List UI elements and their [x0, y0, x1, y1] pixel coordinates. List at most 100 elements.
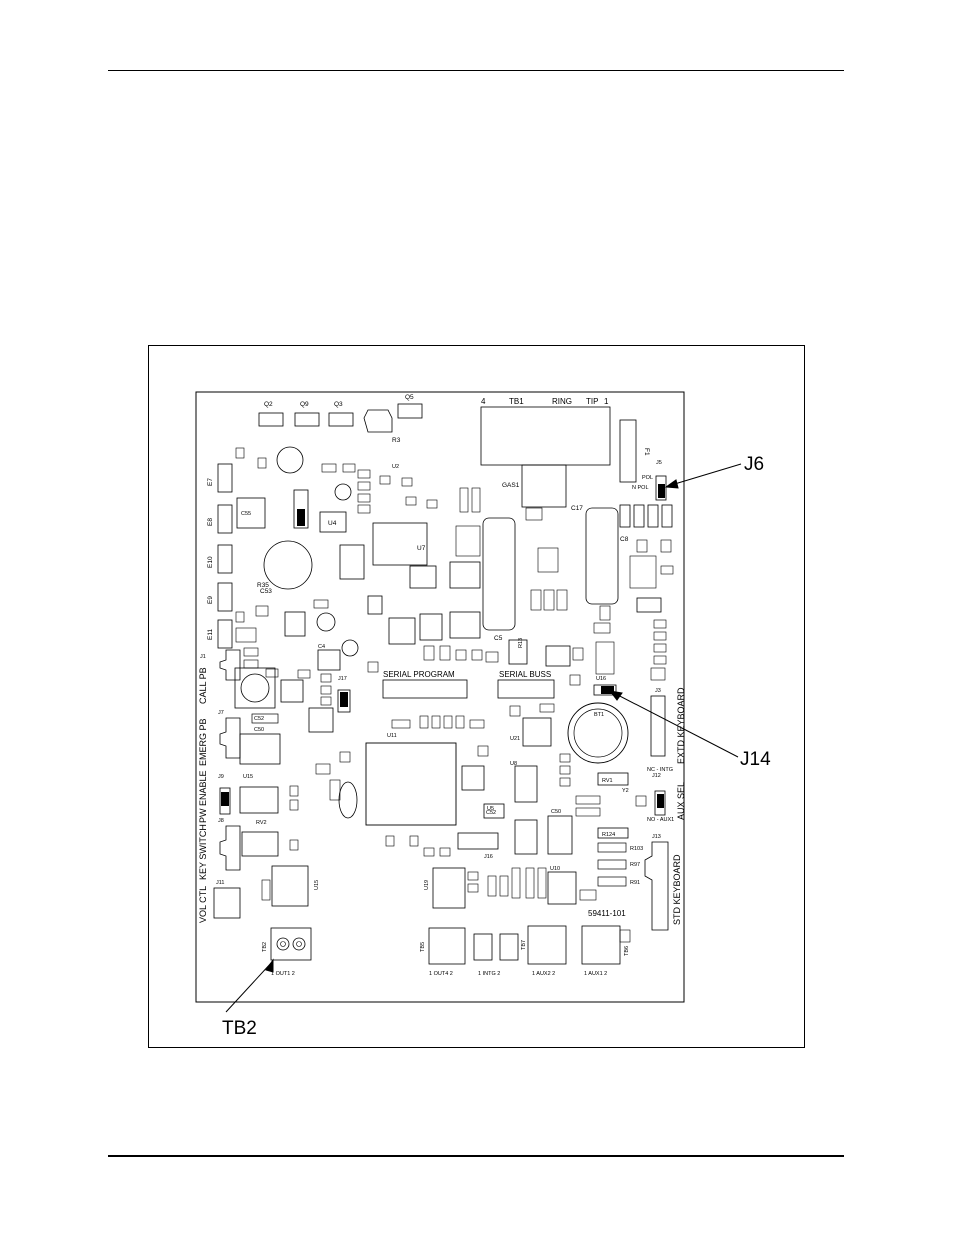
j11-label: J11: [216, 880, 224, 886]
c5-capacitor: [482, 517, 516, 631]
bt1-label: BT1: [594, 712, 604, 718]
figure-frame: [148, 345, 805, 1048]
bt1-battery: [567, 702, 629, 764]
j7-header: [219, 717, 241, 759]
r13-placeholder: R13: [518, 638, 524, 648]
j9-shunt: [221, 792, 229, 806]
pot-top: [334, 483, 352, 501]
q9-body: [294, 412, 320, 427]
e7-pad: [217, 463, 233, 493]
tb1-pin1-label: 1: [604, 397, 609, 406]
c55-capacitor: [263, 540, 313, 590]
aux2-block: [527, 925, 567, 965]
j14-shunt: [601, 686, 614, 694]
aux2-label: 1 AUX2 2: [532, 971, 555, 977]
q5-label: Q5: [405, 394, 414, 401]
j11-header: [213, 887, 241, 919]
tb7-label: TB7: [521, 940, 527, 950]
u21-body: [522, 717, 552, 747]
q3-body: [328, 412, 354, 427]
fuse-f1: [619, 419, 637, 483]
e8-label: E8: [207, 518, 214, 526]
j8-header: [219, 825, 241, 871]
f1-label: F1: [643, 448, 650, 456]
c17-capacitor: [585, 507, 619, 605]
r86-label: R97: [630, 862, 640, 868]
rv1-body: [636, 597, 662, 613]
no-aux1-label: NO - AUX1: [647, 817, 674, 823]
u18-label: U10: [550, 866, 560, 872]
j12-shunt: [657, 794, 664, 808]
tb1-pin4-label: 4: [481, 397, 486, 406]
std-keyboard-label: STD KEYBOARD: [672, 854, 682, 925]
j14-callout-label: J14: [740, 749, 771, 770]
c55-label: R35: [257, 582, 269, 589]
j17-header: [337, 689, 351, 713]
gas1-block: [521, 464, 567, 508]
c41-block: [317, 649, 341, 671]
serial-program-header: [382, 679, 468, 699]
j12-label: J12: [652, 773, 661, 779]
r103-label: RV1: [602, 778, 613, 784]
u15-placeholder: U15: [243, 774, 253, 780]
j8-label: J8: [218, 818, 224, 824]
r79-label: R91: [630, 880, 640, 886]
u4-body: [319, 511, 347, 533]
e7-label: E7: [207, 478, 214, 486]
j6-callout-label: J6: [744, 454, 764, 475]
r108-label: C52: [254, 716, 264, 722]
r83-label: R103: [630, 846, 643, 852]
out4-label: 1 OUT4 2: [429, 971, 453, 977]
key-switch-label: KEY SWITCH: [198, 824, 208, 880]
j14-arrowhead: [608, 690, 623, 701]
serial-buss-header: [497, 679, 555, 699]
r64-label: C53: [260, 588, 272, 595]
tb1-ring-label: RING: [552, 397, 572, 406]
r91-label: R124: [602, 832, 615, 838]
c16-capacitor: [276, 446, 304, 474]
regulator-body: [363, 409, 393, 433]
r31-label: R3: [392, 437, 401, 444]
q5-body: [397, 403, 423, 419]
e9-pad: [217, 582, 233, 612]
u21-label: U21: [510, 736, 520, 742]
j9-header: [219, 787, 231, 815]
u2-label: U2: [392, 464, 399, 470]
j3-header: [650, 695, 666, 757]
tb5-label: TB5: [420, 942, 426, 952]
e11-pad: [217, 619, 233, 649]
e8-pad: [217, 504, 233, 534]
u14-body: [432, 867, 466, 909]
board-number: 59411-101: [588, 909, 626, 918]
q2-label: Q2: [264, 401, 273, 408]
u16-label: U16: [596, 676, 606, 682]
tb2-block: [270, 927, 312, 961]
j5-header: [655, 475, 667, 501]
u18-body: [547, 871, 577, 905]
j14-header: [593, 684, 617, 696]
q9-label: Q9: [300, 401, 309, 408]
pw-enable-label: PW ENABLE: [198, 770, 208, 823]
tb2-arrowhead: [265, 958, 274, 973]
out1-label: 1 OUT1 2: [271, 971, 295, 977]
n-pol-label: N POL: [632, 485, 649, 491]
j17-label: J17: [338, 676, 347, 682]
j5-shunt: [658, 484, 665, 498]
j12-header: [654, 790, 666, 816]
small-components: [235, 447, 674, 943]
u7-label: U7: [417, 545, 426, 552]
e11-label: E11: [207, 629, 214, 640]
header-rule: [108, 70, 844, 71]
tb1-block: [480, 406, 611, 466]
j13-header: [644, 841, 669, 931]
callouts: [225, 463, 742, 1013]
u10-label: U15: [314, 880, 320, 890]
j5-label: J5: [656, 460, 662, 466]
tb1-tip-label: TIP: [586, 397, 598, 406]
tb6-label: TB6: [624, 946, 630, 956]
j6-arrowhead: [664, 479, 679, 489]
board-outline: [195, 391, 685, 1003]
serial-buss-label: SERIAL BUSS: [499, 670, 551, 679]
u7-body: [372, 522, 428, 566]
tb1-label: TB1: [509, 397, 524, 406]
